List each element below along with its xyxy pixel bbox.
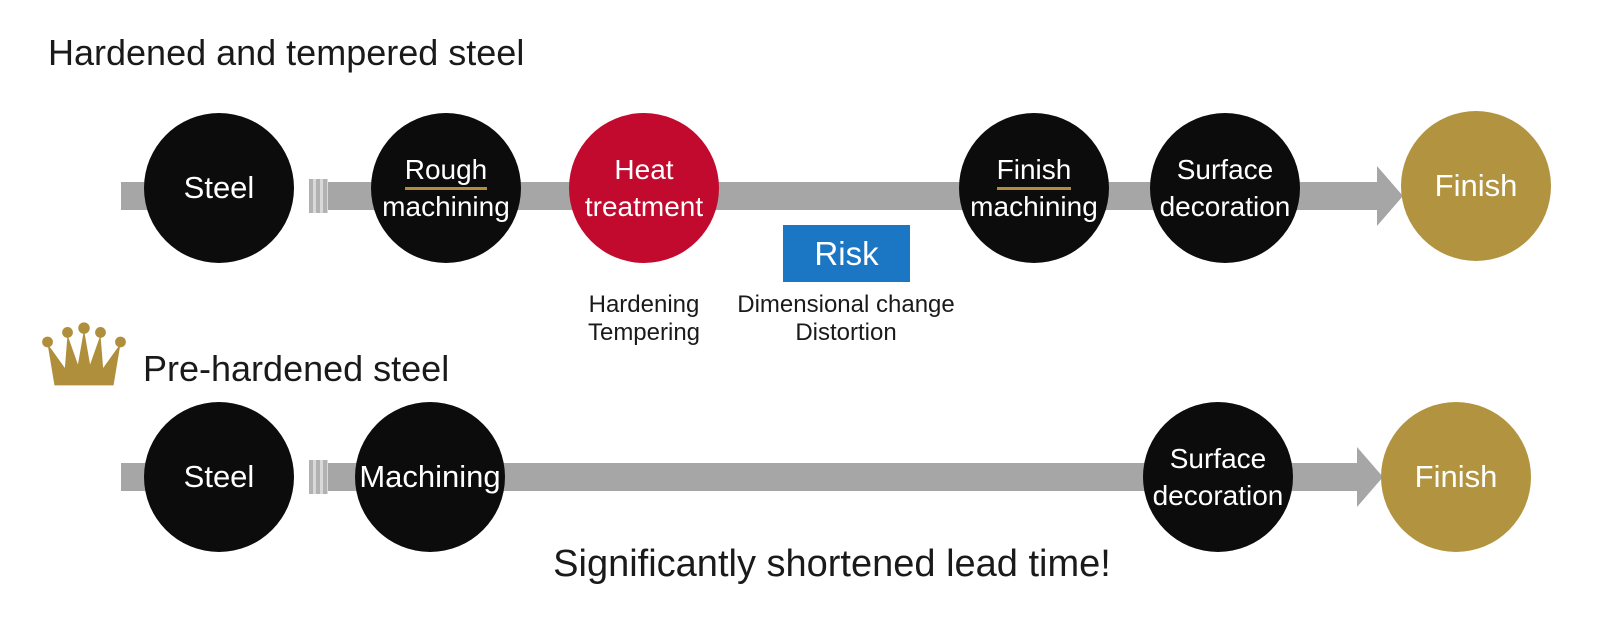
bottom-arrowhead-icon [1357,447,1383,507]
step-label: Steel [183,170,255,205]
step-label: Surface decoration [1152,443,1284,511]
top-step-circle-rough-machining: Rough machining [371,113,521,263]
top-step-circle-surface-decoration: Surface decoration [1150,113,1300,263]
step-label: Heat treatment [584,154,704,222]
step-label: Finish [1414,459,1498,494]
step-label: Finish machining [970,154,1098,222]
step-label: Rough machining [382,154,510,222]
step-label: Finish [1434,168,1518,203]
step-label: Machining [359,459,501,494]
crown-icon [42,322,126,386]
top-step-circle-finish-machining: Finish machining [959,113,1109,263]
top-step-circle-finish: Finish [1401,111,1551,261]
heat-treatment-annotation: Hardening Tempering [587,291,701,346]
top-arrowhead-icon [1377,166,1403,226]
top-step-circle-heat-treatment: Heat treatment [569,113,719,263]
step-label: Surface decoration [1159,154,1291,222]
top-step-circle-steel: Steel [144,113,294,263]
step-label: Steel [183,459,255,494]
risk-label: Risk [814,234,879,272]
risk-badge: Risk [783,225,910,282]
bottom-step-circle-surface-decoration: Surface decoration [1143,402,1293,552]
bottom-step-circle-steel: Steel [144,402,294,552]
bottom-arrow-break-hash-icon [309,460,328,494]
top-arrow-break-hash-icon [309,179,328,213]
risk-annotation: Dimensional change Distortion [737,291,955,346]
bottom-flow-title: Pre-hardened steel [143,348,450,389]
top-flow-title: Hardened and tempered steel [48,32,525,73]
lead-time-banner: Significantly shortened lead time! [553,543,1111,585]
bottom-step-circle-machining: Machining [355,402,505,552]
bottom-step-circle-finish: Finish [1381,402,1531,552]
